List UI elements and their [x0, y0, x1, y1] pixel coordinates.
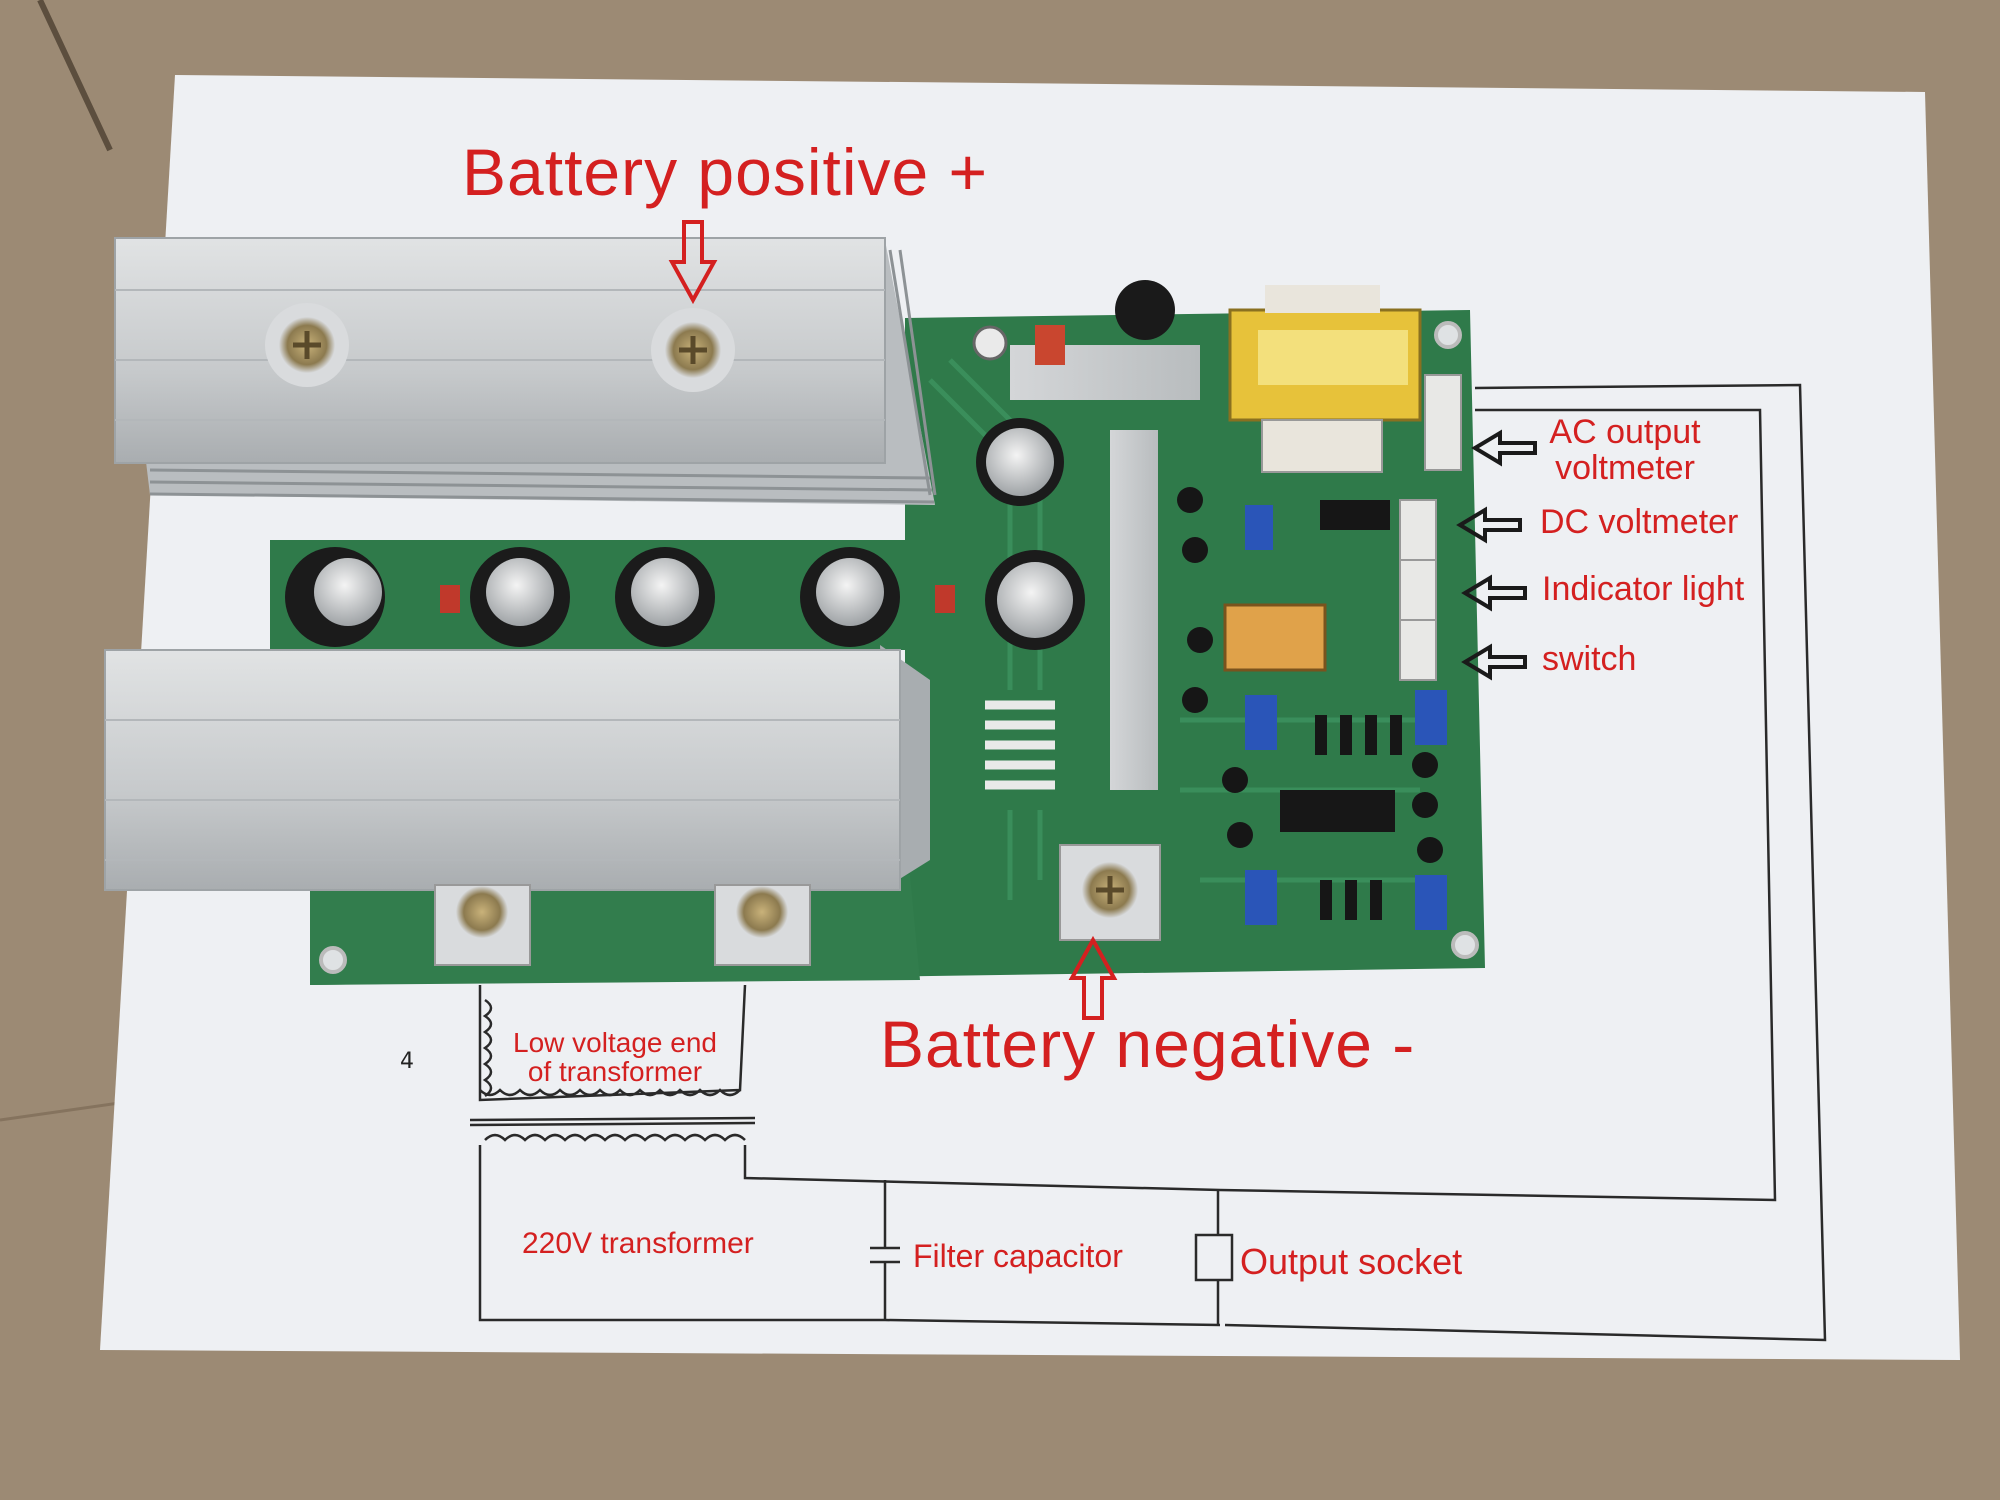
ac-output-voltmeter-label: AC output voltmeter — [1545, 413, 1705, 487]
pcb-board — [310, 310, 1485, 985]
black-arrows — [1456, 429, 1537, 681]
driver-heatsink-strip — [1110, 430, 1158, 790]
upper-heatsink — [114, 237, 937, 505]
battery-terminal-screws — [265, 303, 1161, 966]
relay — [1223, 603, 1327, 672]
battery-negative-label: Battery negative - — [880, 1007, 1416, 1081]
annotation-arrows — [668, 220, 1118, 1020]
ac-output-voltmeter-line2: voltmeter — [1555, 448, 1695, 487]
transformer-220v-label: 220V transformer — [522, 1227, 754, 1260]
low-voltage-end-line1: Low voltage end — [513, 1027, 717, 1058]
inductor — [1115, 280, 1175, 340]
switch-label: switch — [1542, 640, 1637, 678]
input-capacitor-bank — [270, 540, 955, 650]
ic-chip — [1280, 790, 1395, 832]
board-capacitors — [976, 418, 1085, 650]
handwritten-note: 4 — [400, 1049, 414, 1074]
output-choke — [975, 690, 1065, 810]
indicator-light-label: Indicator light — [1542, 570, 1745, 608]
battery-positive-label: Battery positive + — [462, 135, 989, 209]
wiring-diagram — [469, 383, 1827, 1342]
small-transformer — [1228, 285, 1422, 473]
output-socket-label: Output socket — [1240, 1241, 1463, 1282]
trimmer-potentiometers — [1245, 505, 1447, 930]
lower-heatsink — [104, 645, 930, 891]
low-voltage-end-label: Low voltage end of transformer — [495, 1028, 735, 1087]
ac-output-voltmeter-line1: AC output — [1549, 413, 1701, 451]
low-voltage-end-line2: of transformer — [527, 1056, 703, 1088]
dc-voltmeter-label: DC voltmeter — [1540, 503, 1739, 541]
connector-headers — [1399, 374, 1462, 681]
small-components — [1177, 487, 1443, 920]
filter-capacitor-label: Filter capacitor — [913, 1238, 1123, 1274]
